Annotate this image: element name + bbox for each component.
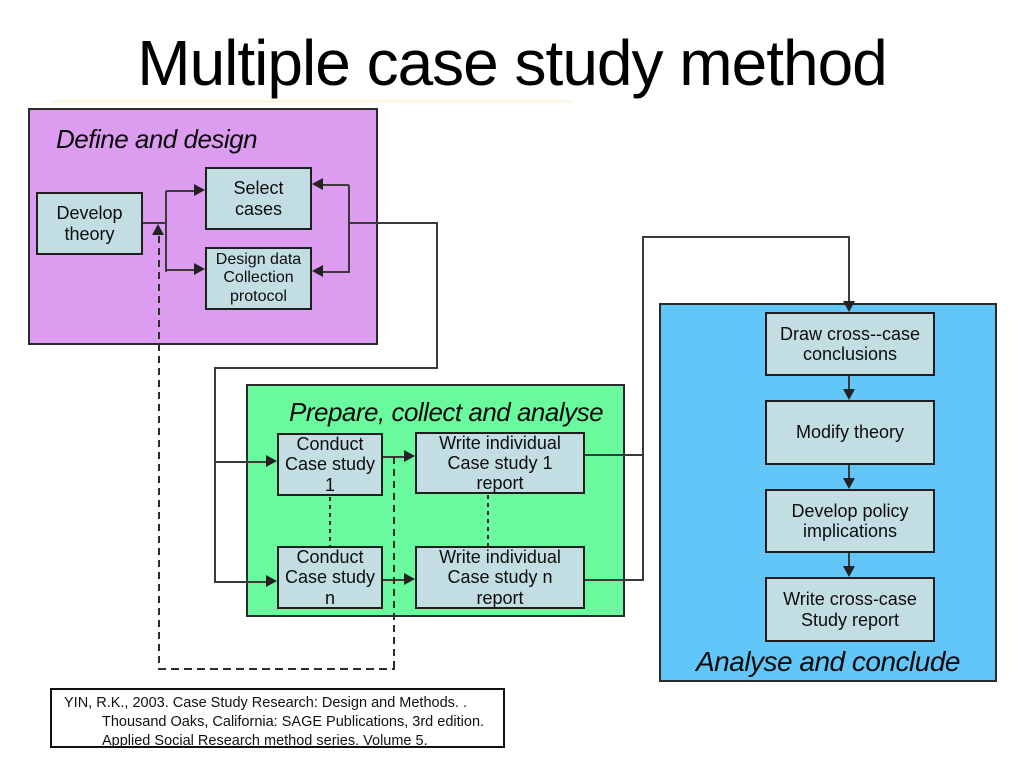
citation-line-3: Applied Social Research method series. V…	[102, 733, 428, 749]
node-write-case-study-1-report: Write individual Case study 1 report	[415, 432, 585, 494]
line-policy-to-report	[848, 553, 850, 569]
line-feedback-to-select	[322, 184, 349, 186]
dashed-feedback-right-vertical	[393, 457, 395, 669]
node-conduct-case-study-n: Conduct Case study n	[277, 546, 383, 609]
line-collector-across	[642, 236, 849, 238]
node-design-protocol: Design data Collection protocol	[205, 247, 312, 310]
citation-line-1: YIN, R.K., 2003. Case Study Research: De…	[64, 695, 467, 711]
arrowhead-into-write-1	[404, 450, 415, 462]
node-write-cross-case-report: Write cross-case Study report	[765, 577, 935, 642]
node-conduct-case-study-1: Conduct Case study 1	[277, 433, 383, 496]
line-define-across	[214, 367, 438, 369]
line-branch-to-protocol	[166, 269, 196, 271]
line-modify-to-policy	[848, 465, 850, 481]
arrowhead-into-develop-policy	[843, 478, 855, 489]
line-draw-to-modify	[848, 376, 850, 392]
line-collector-vertical	[642, 236, 644, 581]
line-write1-exit	[585, 454, 644, 456]
arrowhead-into-draw-conclusions	[843, 301, 855, 312]
node-write-case-study-n-report: Write individual Case study n report	[415, 546, 585, 609]
arrowhead-back-into-protocol	[312, 265, 323, 277]
node-modify-theory: Modify theory	[765, 400, 935, 465]
arrowhead-into-protocol	[194, 263, 205, 275]
arrowhead-into-modify-theory	[843, 389, 855, 400]
node-develop-policy-implications: Develop policy implications	[765, 489, 935, 553]
heading-define-and-design: Define and design	[56, 124, 258, 154]
line-branch-to-select	[166, 190, 196, 192]
heading-prepare-collect-analyse: Prepare, collect and analyse	[289, 397, 604, 427]
node-develop-theory: Develop theory	[36, 192, 143, 255]
dashed-feedback-left-vertical	[158, 236, 160, 669]
dashed-feedback-bottom	[158, 668, 395, 670]
slide-title: Multiple case study method	[137, 27, 888, 99]
line-branch-vertical	[165, 191, 167, 272]
node-select-cases: Select cases	[205, 167, 312, 230]
line-feedback-vertical	[348, 185, 350, 273]
arrowhead-into-select-cases	[194, 184, 205, 196]
line-to-conduct-1	[216, 461, 267, 463]
arrowhead-into-conduct-n	[266, 575, 277, 587]
line-into-conduct-vertical	[214, 367, 216, 583]
heading-analyse-and-conclude: Analyse and conclude	[696, 646, 960, 677]
line-to-conduct-n	[216, 581, 267, 583]
node-draw-cross-case-conclusions: Draw cross--case conclusions	[765, 312, 935, 376]
arrowhead-into-write-cross-case	[843, 566, 855, 577]
decorative-strip	[53, 100, 573, 103]
arrowhead-into-conduct-1	[266, 455, 277, 467]
dashed-separator-conduct	[329, 497, 331, 546]
arrowhead-into-write-n	[404, 573, 415, 585]
dashed-separator-write	[487, 495, 489, 546]
citation-line-2: Thousand Oaks, California: SAGE Publicat…	[102, 714, 485, 730]
line-writen-exit	[585, 579, 644, 581]
arrowhead-back-into-select-cases	[312, 178, 323, 190]
line-theory-to-branch	[143, 222, 167, 224]
line-into-analyse	[848, 236, 850, 304]
line-define-exit	[349, 222, 438, 224]
citation-box: YIN, R.K., 2003. Case Study Research: De…	[50, 688, 505, 749]
line-define-down	[436, 222, 438, 369]
line-feedback-to-protocol	[322, 271, 349, 273]
arrowhead-feedback-up	[152, 224, 164, 235]
